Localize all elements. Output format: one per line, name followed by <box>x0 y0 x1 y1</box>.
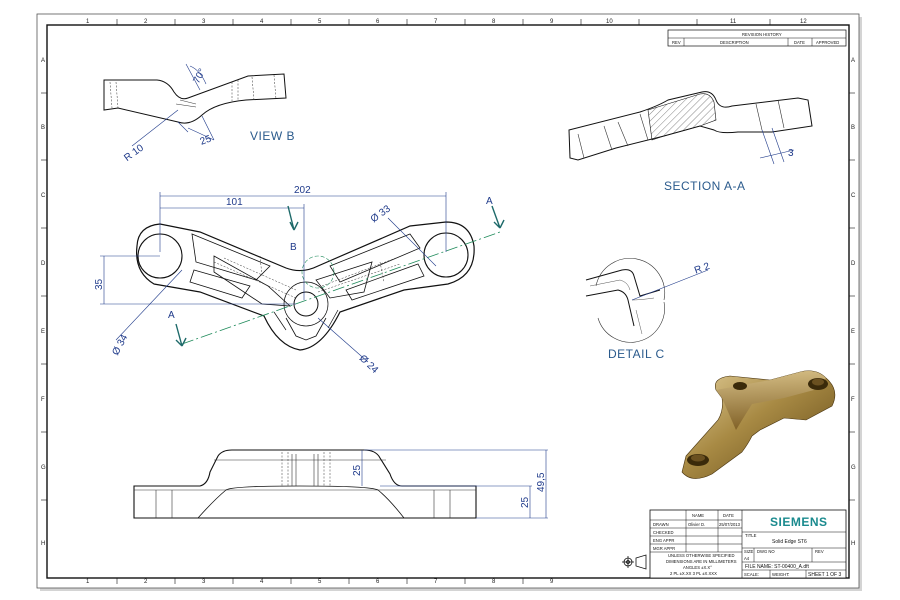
tb-title-label: TITLE <box>745 533 757 538</box>
zone-bottom-5: 5 <box>318 579 322 585</box>
center-hole <box>293 291 319 317</box>
tb-dwg-label: DWG NO <box>757 549 775 554</box>
zone-top-5: 5 <box>318 19 322 25</box>
tb-sheet: SHEET 1 OF 3 <box>808 572 841 578</box>
section-marker-a-left: A <box>168 310 175 321</box>
tb-product: Solid Edge ST6 <box>772 539 807 545</box>
view-b: 70° 25 R 10 VIEW B <box>103 63 295 164</box>
tb-weight-label: WEIGHT: <box>772 572 789 577</box>
zone-right-f: F <box>851 397 855 403</box>
zone-bottom-8: 8 <box>492 579 496 585</box>
zone-right-h: H <box>851 541 855 547</box>
zone-left-a: A <box>41 58 45 64</box>
revision-col-rev: REV <box>672 40 681 45</box>
projection-symbol-icon <box>622 554 647 570</box>
zone-right-d: D <box>851 261 856 267</box>
tb-size-value: A4 <box>744 556 750 561</box>
zone-bottom-1: 1 <box>86 579 90 585</box>
isometric-part-render <box>681 370 836 479</box>
front-view: 25 25 49,5 <box>133 449 548 519</box>
detail-c-radius-dim: R 2 <box>693 261 712 277</box>
zone-top-11: 11 <box>730 19 737 25</box>
zone-labels: 1 2 3 4 5 6 7 8 9 10 11 12 1 2 3 4 5 6 7… <box>41 19 856 585</box>
zone-bottom-7: 7 <box>434 579 438 585</box>
dim-overall-202: 202 <box>294 185 311 196</box>
tb-notes-4: 2 PL ±X.XX 3 PL ±X.XXX <box>670 571 717 576</box>
zone-right-c: C <box>851 193 856 199</box>
tb-notes-1: UNLESS OTHERWISE SPECIFIED <box>668 553 734 558</box>
title-block-text: NAME DATE DRAWN Olivier D. 25/07/2013 CH… <box>653 513 841 578</box>
dim-height-35: 35 <box>94 278 105 290</box>
zone-left-b: B <box>41 125 45 131</box>
tb-row-eng: ENG APPR <box>653 538 674 543</box>
zone-top-10: 10 <box>606 19 613 25</box>
section-aa-hatch <box>647 93 717 141</box>
tb-notes-2: DIMENSIONS ARE IN MILLIMETERS <box>666 559 737 564</box>
zone-right-e: E <box>851 329 855 335</box>
front-dim-49-5: 49,5 <box>536 472 547 492</box>
tb-row-checked: CHECKED <box>653 530 673 535</box>
detail-c-view: R 2 DETAIL C <box>585 257 712 361</box>
dim-half-101: 101 <box>226 197 243 208</box>
revision-history-table: REVISION HISTORY REV DESCRIPTION DATE AP… <box>667 29 847 47</box>
zone-top-12: 12 <box>800 19 807 25</box>
part-outline <box>136 221 475 351</box>
tb-drawn-date: 25/07/2013 <box>719 522 741 527</box>
section-marker-b: B <box>290 242 297 253</box>
section-marker-a-right: A <box>486 196 493 207</box>
zone-right-g: G <box>851 465 856 471</box>
zone-top-7: 7 <box>434 19 438 25</box>
tb-scale-label: SCALE: <box>744 572 759 577</box>
tb-row-mgr: MGR APPR <box>653 546 675 551</box>
section-line-a <box>181 231 501 345</box>
zone-top-1: 1 <box>86 19 90 25</box>
front-dim-25-upper: 25 <box>352 464 363 476</box>
zone-left-h: H <box>41 541 45 547</box>
zone-top-4: 4 <box>260 19 264 25</box>
view-b-outline <box>103 73 287 124</box>
zone-top-6: 6 <box>376 19 380 25</box>
tb-file-name: FILE NAME: ST-00400_A.dft <box>745 564 810 570</box>
zone-left-g: G <box>41 465 46 471</box>
zone-right-b: B <box>851 125 855 131</box>
zone-ticks <box>41 19 855 584</box>
section-aa-view: 3 SECTION A-A <box>568 91 813 193</box>
zone-right-a: A <box>851 58 855 64</box>
tb-notes-3: ANGLES ±X.X° <box>683 565 712 570</box>
tb-row-drawn: DRAWN <box>653 522 669 527</box>
zone-top-3: 3 <box>202 19 206 25</box>
zone-left-c: C <box>41 193 46 199</box>
tb-rev-label: REV <box>815 549 824 554</box>
view-b-label: VIEW B <box>250 129 295 143</box>
tb-col-date: DATE <box>723 513 734 518</box>
zone-left-d: D <box>41 261 46 267</box>
drawing-border <box>46 24 850 579</box>
detail-c-label: DETAIL C <box>608 347 665 361</box>
zone-left-f: F <box>41 397 45 403</box>
section-aa-label: SECTION A-A <box>664 179 746 193</box>
revision-col-date: DATE <box>794 40 805 45</box>
revision-history-title: REVISION HISTORY <box>742 32 782 37</box>
zone-bottom-6: 6 <box>376 579 380 585</box>
zone-bottom-9: 9 <box>550 579 554 585</box>
zone-top-9: 9 <box>550 19 554 25</box>
revision-col-approved: APPROVED <box>816 40 839 45</box>
zone-bottom-4: 4 <box>260 579 264 585</box>
zone-top-2: 2 <box>144 19 148 25</box>
tb-col-name: NAME <box>692 513 704 518</box>
view-b-width-dim: 25 <box>199 133 214 147</box>
front-dim-25-lower: 25 <box>520 496 531 508</box>
zone-left-e: E <box>41 329 45 335</box>
brand-logo: SIEMENS <box>770 515 828 529</box>
tb-size-label: SIZE <box>744 549 754 554</box>
section-aa-thickness-dim: 3 <box>788 148 794 159</box>
zone-bottom-2: 2 <box>144 579 148 585</box>
zone-bottom-3: 3 <box>202 579 206 585</box>
title-block <box>649 509 847 579</box>
zone-top-8: 8 <box>492 19 496 25</box>
tb-drawn-name: Olivier D. <box>688 522 705 527</box>
revision-col-description: DESCRIPTION <box>720 40 749 45</box>
